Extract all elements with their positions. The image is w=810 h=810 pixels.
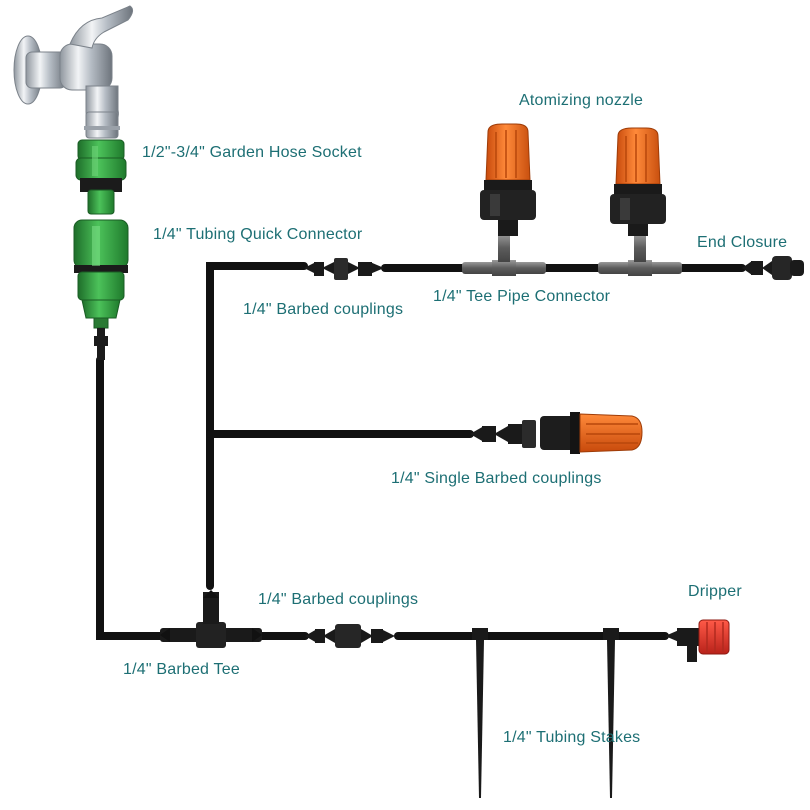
label-tee-pipe-connector: 1/4" Tee Pipe Connector xyxy=(433,288,611,305)
faucet-icon xyxy=(13,5,134,139)
dripper-icon xyxy=(665,619,730,662)
barbed-coupling-icon xyxy=(304,258,384,280)
tubing xyxy=(96,262,746,640)
atomizing-nozzle-icon xyxy=(540,412,643,454)
label-atomizing-nozzle: Atomizing nozzle xyxy=(519,92,644,109)
label-tubing-stakes: 1/4" Tubing Stakes xyxy=(503,729,641,746)
tee-connector-icon xyxy=(598,234,682,276)
hose-socket-icon xyxy=(75,139,127,215)
atomizing-nozzle-icon xyxy=(480,123,536,236)
label-single-barbed: 1/4" Single Barbed couplings xyxy=(391,470,602,487)
stake-icon xyxy=(603,628,619,798)
label-quick-connector: 1/4" Tubing Quick Connector xyxy=(153,226,363,243)
atomizing-nozzle-icon xyxy=(610,127,666,236)
single-barbed-coupling-icon xyxy=(470,420,536,448)
tubing-branch-riser xyxy=(206,262,308,590)
barbed-coupling-icon xyxy=(305,624,395,648)
label-barbed-couplings-top: 1/4" Barbed couplings xyxy=(243,301,404,318)
label-barbed-tee: 1/4" Barbed Tee xyxy=(123,661,240,678)
quick-connector-icon xyxy=(73,219,129,360)
stake-icon xyxy=(472,628,488,798)
label-hose-socket: 1/2"-3/4" Garden Hose Socket xyxy=(142,144,362,161)
end-closure-icon xyxy=(742,256,804,280)
tubing-main-line xyxy=(96,356,164,640)
barbed-tee-icon xyxy=(160,590,262,648)
label-end-closure: End Closure xyxy=(697,234,788,251)
tee-connector-icon xyxy=(462,234,546,276)
label-barbed-couplings-bottom: 1/4" Barbed couplings xyxy=(258,591,419,608)
label-dripper: Dripper xyxy=(688,583,742,600)
